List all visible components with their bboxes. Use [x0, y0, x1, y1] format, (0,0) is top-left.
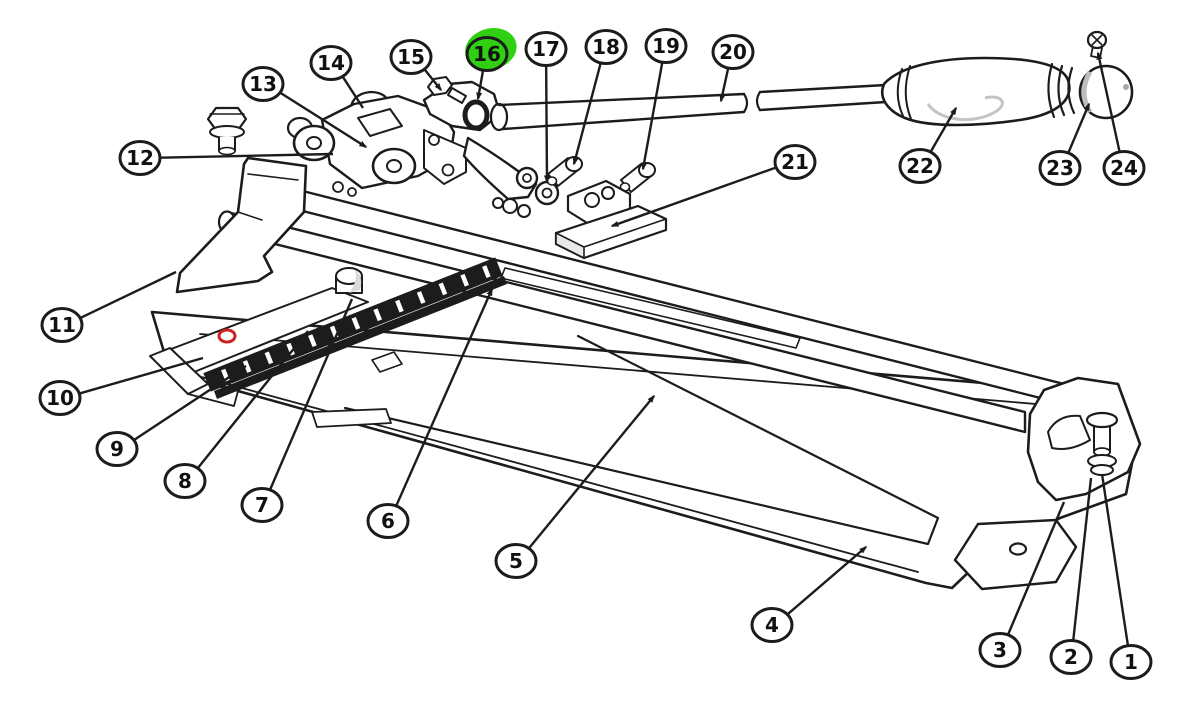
ball-dimple — [1123, 84, 1129, 90]
part-number-9: 9 — [110, 437, 124, 461]
part-balloon-22[interactable]: 22 — [898, 148, 942, 184]
flange-bolt — [206, 106, 248, 156]
leader-line-19 — [641, 62, 664, 171]
leader-line-10 — [78, 356, 204, 395]
part-balloon-19[interactable]: 19 — [644, 28, 688, 64]
part-number-3: 3 — [993, 638, 1007, 662]
grip-contour-highlight — [926, 95, 1004, 122]
part-balloon-14[interactable]: 14 — [309, 45, 353, 81]
leader-line-4 — [786, 546, 868, 616]
part-balloon-24[interactable]: 24 — [1102, 150, 1146, 186]
part-number-6: 6 — [381, 509, 395, 533]
shoulder-bolt-19 — [619, 162, 656, 193]
part-balloon-3[interactable]: 3 — [978, 632, 1022, 668]
leader-line-7 — [268, 298, 354, 491]
part-balloon-10[interactable]: 10 — [38, 380, 82, 416]
part-balloon-1[interactable]: 1 — [1109, 644, 1153, 680]
leader-line-9 — [133, 364, 247, 442]
leader-line-6 — [395, 287, 494, 507]
part-number-5: 5 — [509, 549, 523, 573]
part-number-21: 21 — [781, 150, 809, 174]
part-number-14: 14 — [317, 51, 345, 75]
part-number-15: 15 — [397, 45, 425, 69]
part-balloon-9[interactable]: 9 — [95, 431, 139, 467]
part-number-13: 13 — [249, 72, 277, 96]
leader-line-18 — [572, 62, 602, 166]
part-number-18: 18 — [592, 35, 620, 59]
leader-line-15 — [423, 68, 442, 92]
part-number-12: 12 — [126, 146, 154, 170]
part-number-24: 24 — [1110, 156, 1138, 180]
leader-line-8 — [196, 330, 309, 469]
leader-line-21 — [610, 166, 777, 228]
leader-line-11 — [79, 270, 177, 320]
leader-line-1 — [1100, 473, 1130, 646]
part-balloon-7[interactable]: 7 — [240, 487, 284, 523]
leader-line-20 — [719, 67, 730, 103]
leader-line-24 — [1096, 51, 1121, 153]
lever-clevis — [515, 166, 560, 206]
handle-rod — [489, 83, 888, 132]
leader-line-16 — [476, 69, 485, 101]
leader-line-2 — [1072, 477, 1093, 641]
part-number-19: 19 — [652, 34, 680, 58]
part-number-1: 1 — [1124, 650, 1138, 674]
right-end-bracket — [1026, 376, 1142, 502]
red-o-ring-marker — [217, 328, 237, 344]
part-balloon-12[interactable]: 12 — [118, 140, 162, 176]
part-number-8: 8 — [178, 469, 192, 493]
locking-knob — [1085, 411, 1119, 476]
part-balloon-5[interactable]: 5 — [494, 543, 538, 579]
part-balloon-16[interactable]: 16 — [461, 23, 521, 75]
left-support-bracket — [175, 156, 308, 294]
part-balloon-20[interactable]: 20 — [711, 34, 755, 70]
part-balloon-2[interactable]: 2 — [1049, 639, 1093, 675]
leader-line-5 — [527, 394, 655, 550]
leader-line-22 — [929, 106, 958, 153]
mounting-hole — [1008, 542, 1028, 556]
handle-grip — [881, 30, 1134, 127]
handle-end-screw — [1086, 30, 1108, 59]
lever-rod-boss — [462, 99, 490, 131]
leader-line-23 — [1067, 102, 1091, 154]
part-balloon-11[interactable]: 11 — [40, 307, 84, 343]
part-number-22: 22 — [906, 154, 934, 178]
knob-nut — [1090, 464, 1114, 476]
part-number-23: 23 — [1046, 156, 1074, 180]
leader-lines — [78, 51, 1130, 646]
carriage-rollers — [292, 124, 417, 197]
leader-line-14 — [341, 75, 365, 109]
part-number-7: 7 — [255, 493, 269, 517]
measuring-scale — [149, 257, 507, 399]
leader-line-12 — [159, 152, 334, 159]
pivot-washers — [492, 197, 531, 218]
leader-line-17 — [543, 65, 550, 184]
part-number-16: 16 — [473, 42, 501, 66]
part-balloon-17[interactable]: 17 — [524, 31, 568, 67]
shoulder-bolt-18 — [546, 156, 583, 187]
part-balloon-4[interactable]: 4 — [750, 607, 794, 643]
leader-line-3 — [1006, 501, 1066, 636]
scale-slider-knob — [335, 267, 363, 294]
part-number-20: 20 — [719, 40, 747, 64]
part-balloon-21[interactable]: 21 — [773, 144, 817, 180]
leader-line-13 — [279, 91, 368, 149]
part-balloon-15[interactable]: 15 — [389, 39, 433, 75]
breaker-foot-assembly — [546, 156, 668, 260]
part-balloon-18[interactable]: 18 — [584, 29, 628, 65]
part-balloon-23[interactable]: 23 — [1038, 150, 1082, 186]
part-balloon-8[interactable]: 8 — [163, 463, 207, 499]
part-number-11: 11 — [48, 313, 76, 337]
lever-arm-assembly — [422, 76, 560, 218]
breaker-foot-pad — [554, 204, 668, 260]
part-number-17: 17 — [532, 37, 560, 61]
ruler-band — [203, 257, 507, 399]
part-number-2: 2 — [1064, 645, 1078, 669]
part-balloon-6[interactable]: 6 — [366, 503, 410, 539]
part-number-4: 4 — [765, 613, 779, 637]
part-number-10: 10 — [46, 386, 74, 410]
part-balloon-13[interactable]: 13 — [241, 66, 285, 102]
